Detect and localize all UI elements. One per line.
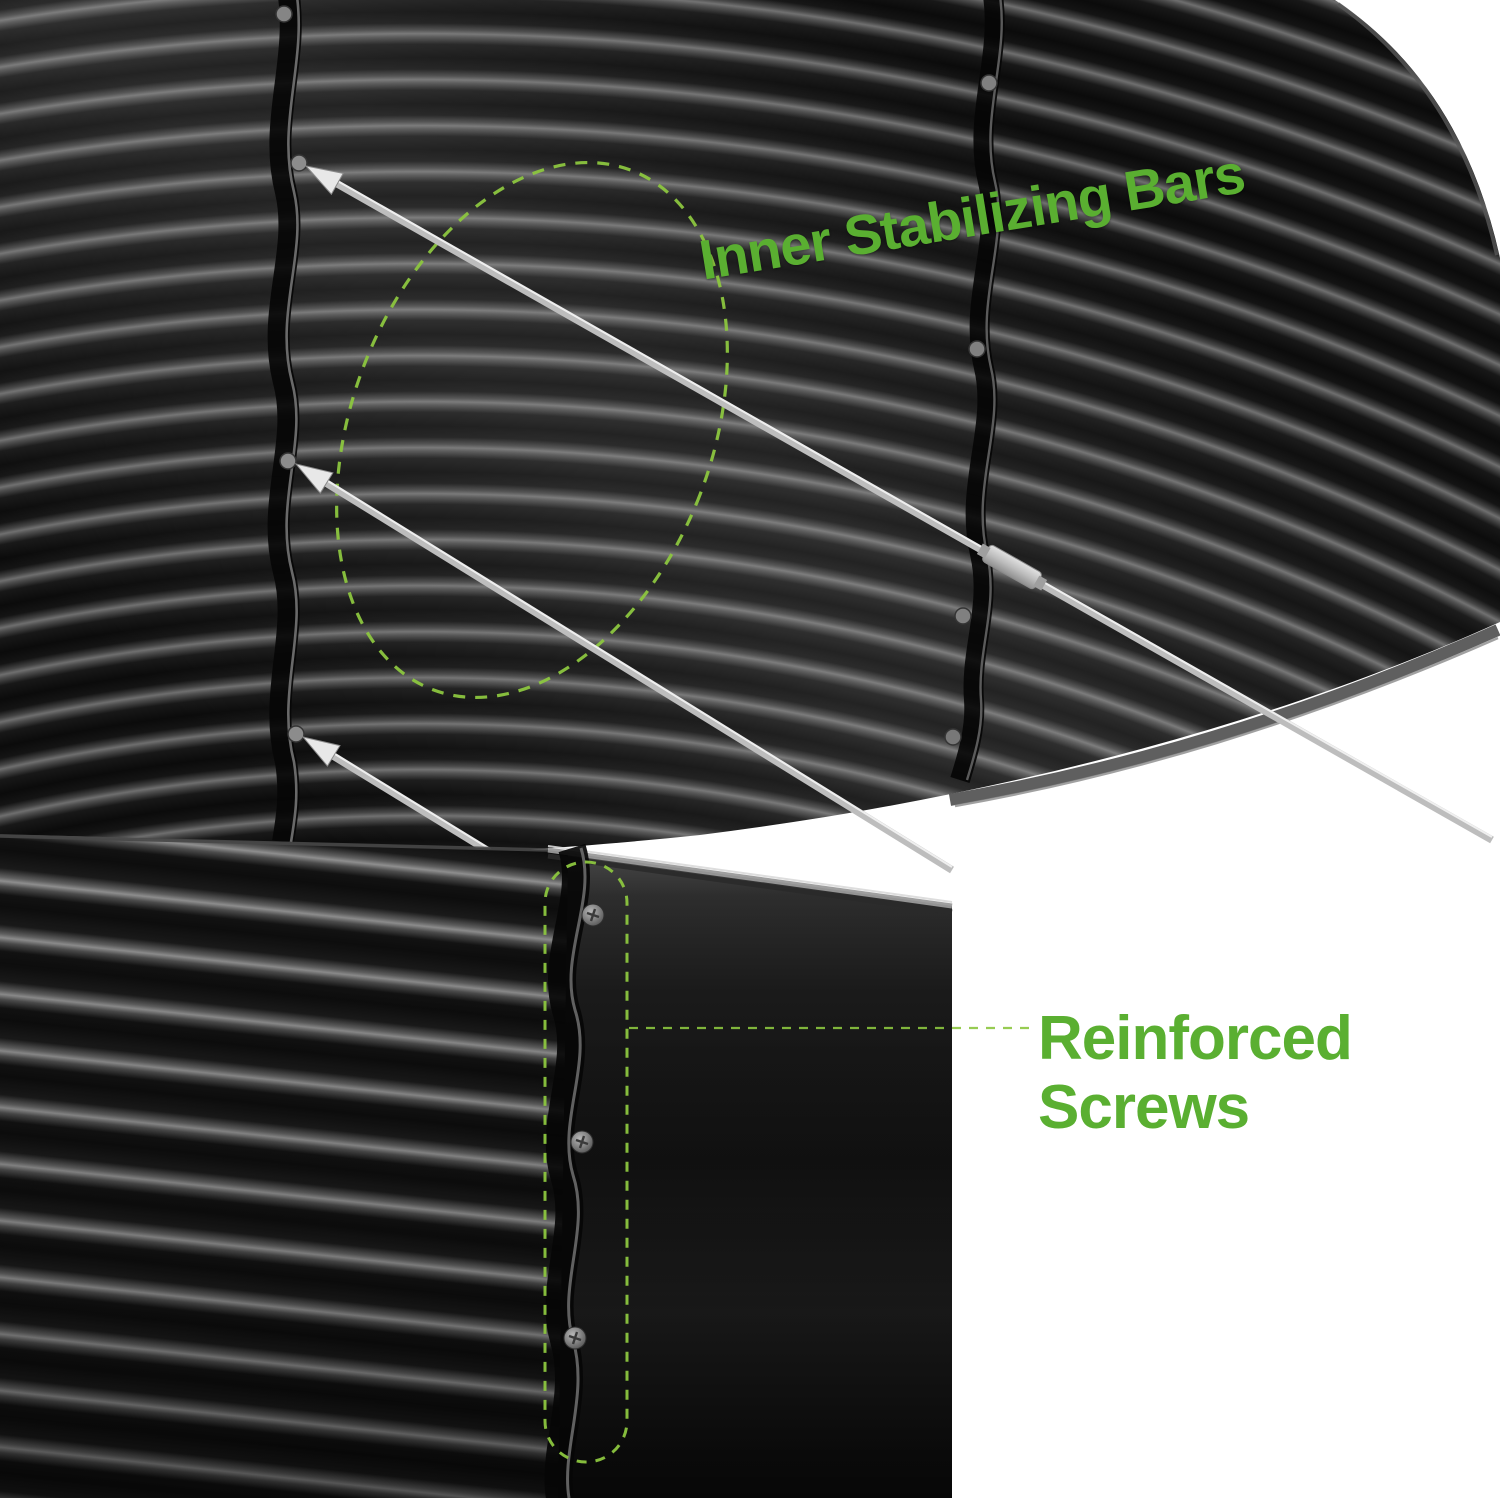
seam-bolts-right — [944, 74, 998, 746]
stabilizing-rod-1 — [304, 165, 1494, 844]
rod-arrow-icon — [304, 165, 345, 196]
bolt-icon — [968, 340, 986, 358]
reinforced-screws-label: Reinforced Screws — [1038, 1004, 1353, 1143]
bolt-icon — [279, 452, 297, 470]
bottom-panel-shade — [0, 834, 952, 1498]
reinforced-screws-line2: Screws — [1038, 1073, 1250, 1143]
bottom-right-rim-highlight — [954, 636, 1499, 808]
dashed-highlight-ellipse — [335, 160, 729, 700]
bottom-seam-edge — [566, 847, 587, 1498]
dashed-highlight-stadium — [543, 860, 629, 1464]
top-left-seam-shadow — [267, 0, 302, 844]
bolt-icon — [287, 725, 305, 743]
seam-bolts-left — [275, 5, 308, 743]
top-right-rim-edge — [1336, 2, 1499, 256]
bottom-photo-panel — [0, 834, 953, 1498]
top-right-seam-shadow — [950, 0, 1005, 783]
bottom-right-rim-edge — [547, 847, 953, 909]
bolt-icon — [954, 607, 972, 625]
bottom-right-rim-highlight — [547, 845, 953, 903]
rod-arrow-icon — [301, 736, 341, 767]
bolt-icon — [944, 728, 962, 746]
bolt-icon — [290, 154, 308, 172]
top-photo-panel — [0, 0, 1500, 866]
bottom-right-rim-band — [948, 624, 1500, 806]
top-left-seam-edge — [285, 0, 300, 843]
reinforced-screws-group — [563, 903, 605, 1350]
stabilizing-rods — [294, 165, 1494, 902]
bottom-right-rim-shadow — [547, 853, 953, 915]
bottom-left-rim-edge — [0, 834, 549, 852]
stabilizing-rod-2 — [294, 463, 954, 874]
bolt-icon — [275, 5, 293, 23]
top-right-seam-edge — [965, 0, 1003, 781]
rod-arrow-icon — [294, 463, 334, 495]
screw-icon — [563, 1326, 587, 1350]
bolt-icon — [980, 74, 998, 92]
bottom-seam-shadow — [544, 843, 590, 1498]
reinforced-screws-line1: Reinforced — [1038, 1004, 1353, 1073]
screw-icon — [581, 903, 605, 927]
screw-icon — [570, 1130, 594, 1154]
top-panel-sheen — [0, 0, 1500, 866]
turnbuckle — [976, 543, 1048, 591]
